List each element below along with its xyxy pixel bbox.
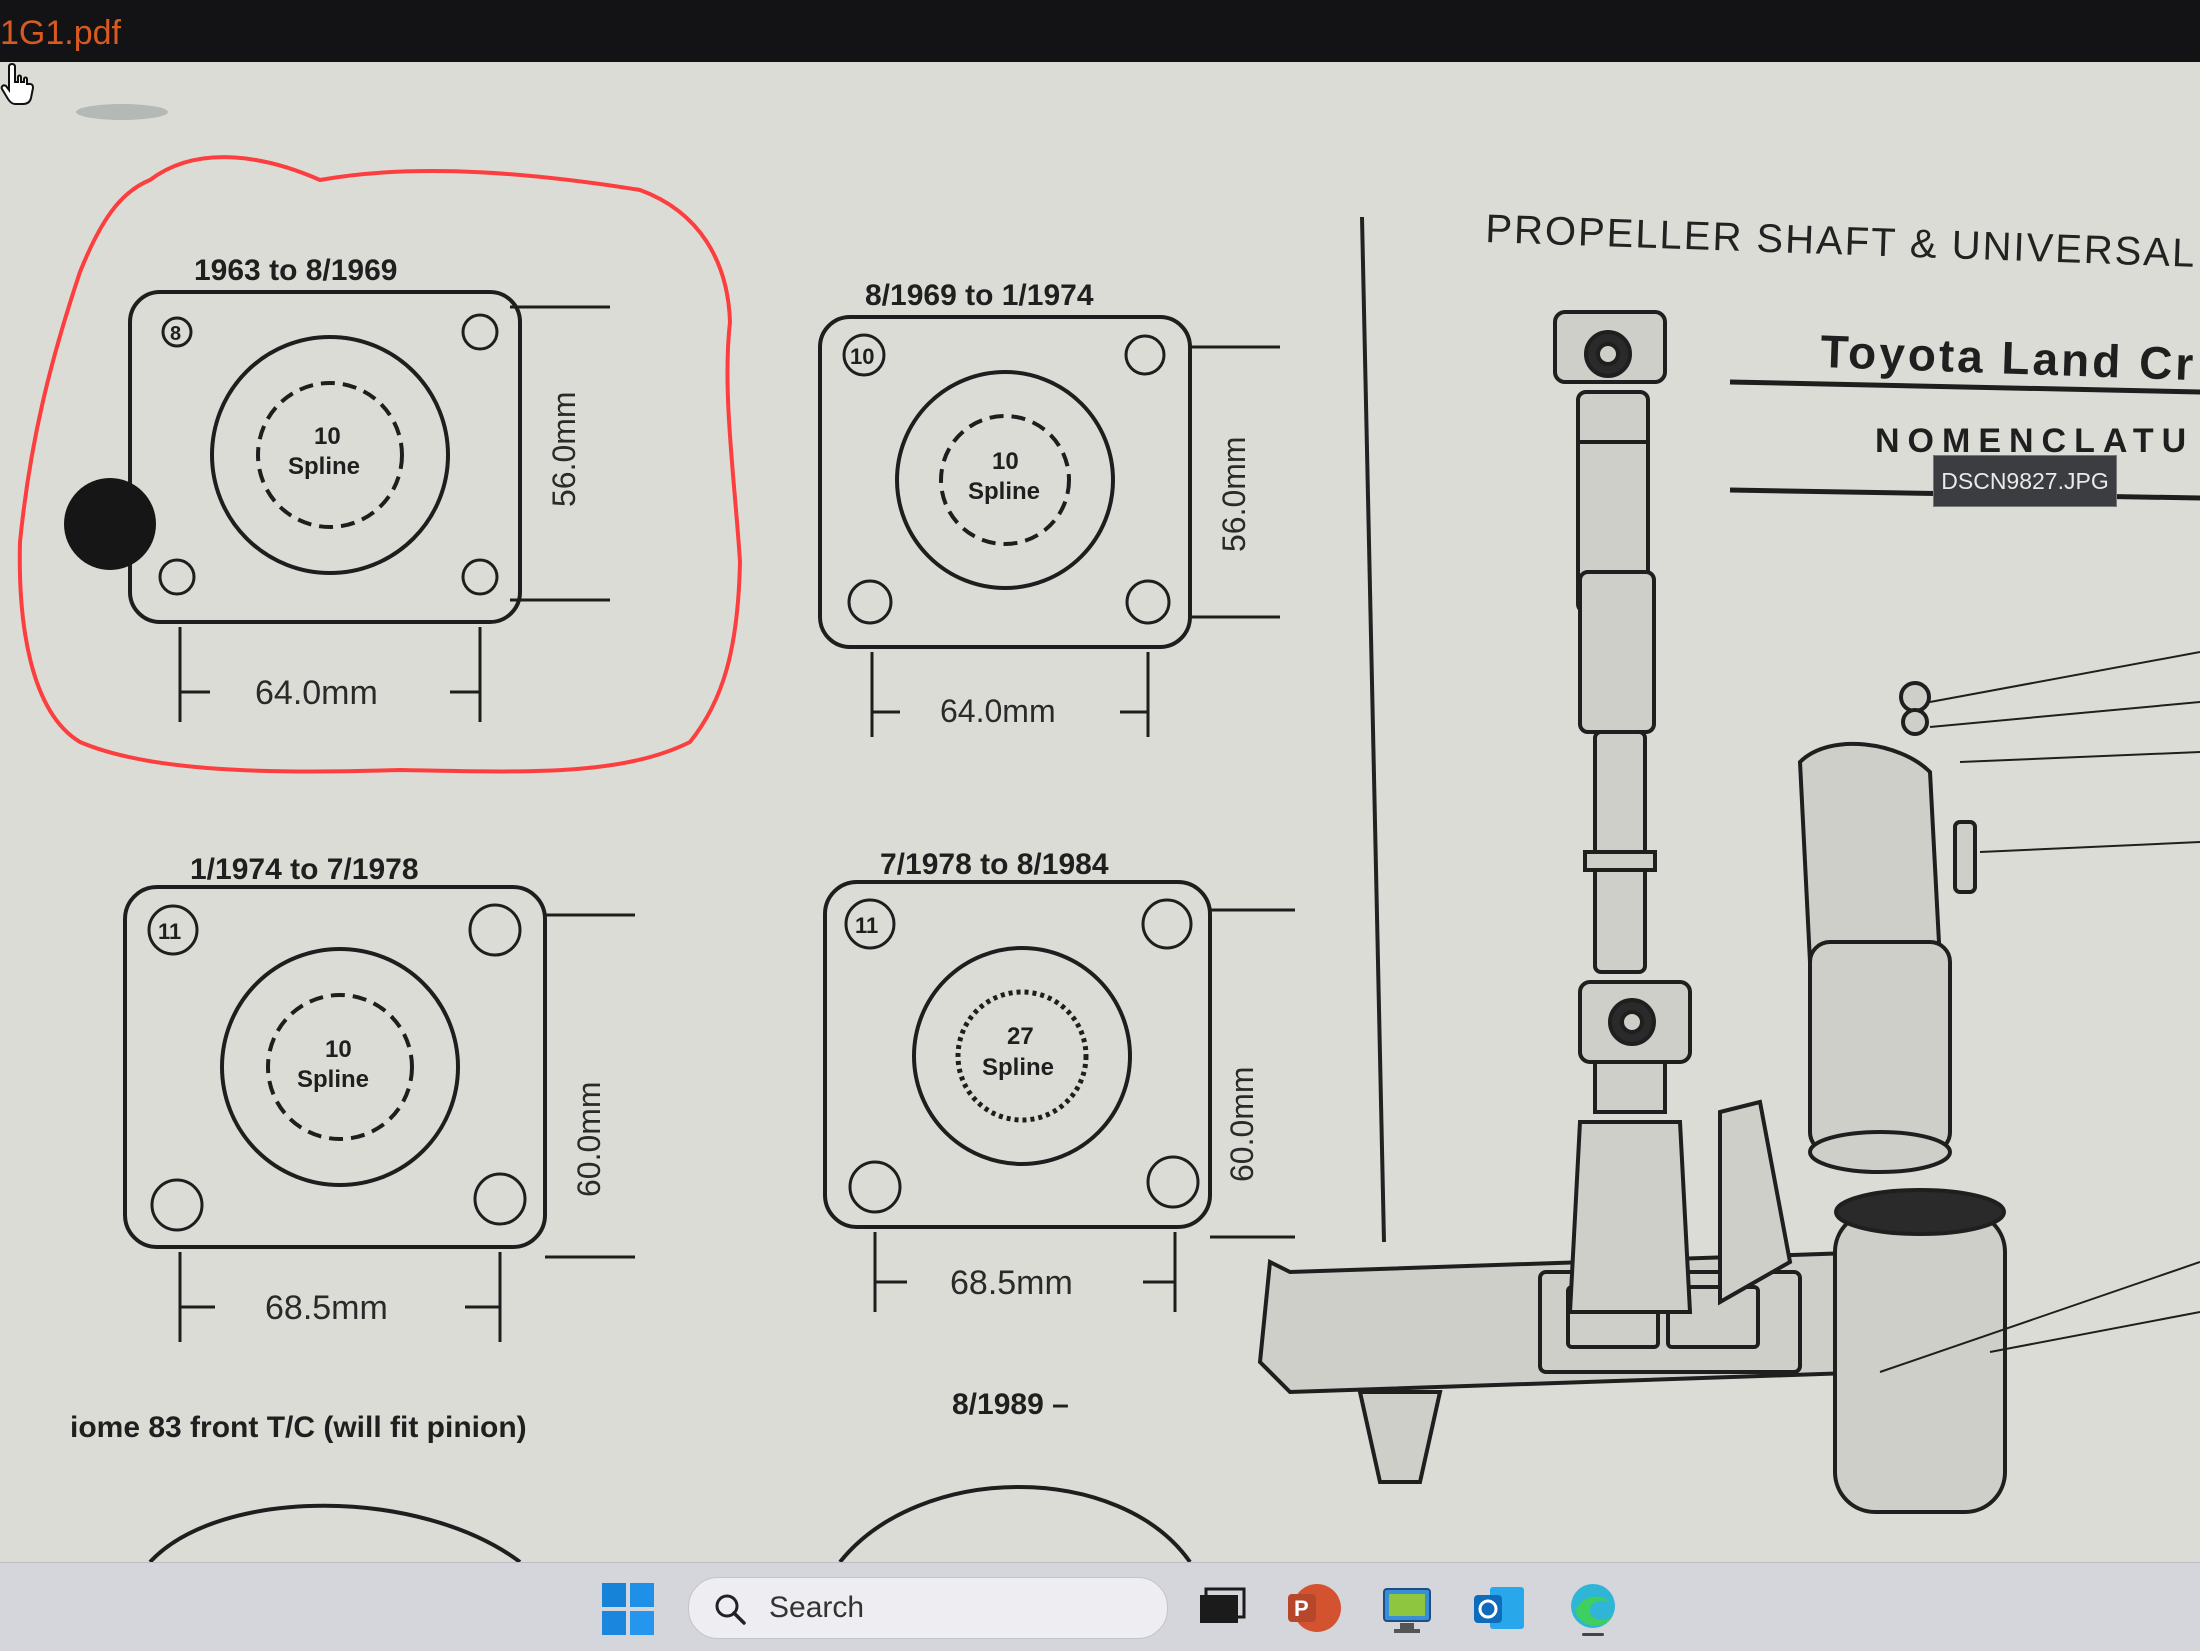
height-dimension: 56.0mm — [1216, 436, 1252, 552]
start-icon[interactable] — [600, 1581, 656, 1637]
date-range-label: 7/1978 to 8/1984 — [880, 848, 1109, 881]
edge-icon[interactable] — [1562, 1577, 1624, 1639]
catalog-subheader: Toyota Land Cr — [1820, 325, 2198, 390]
spline-count: 27 — [1007, 1023, 1034, 1050]
height-dimension: 60.0mm — [571, 1081, 607, 1197]
bottom-left-label: iome 83 front T/C (will fit pinion) — [70, 1411, 527, 1444]
width-dimension: 68.5mm — [265, 1289, 388, 1327]
red-highlight-circle — [17, 155, 743, 774]
height-dimension: 60.0mm — [1224, 1066, 1260, 1182]
flange-diagram-1: 1963 to 8/1969 8 10 Spline 56.0mm 64.0mm — [128, 254, 610, 722]
spline-count: 10 — [314, 423, 341, 450]
flange-diagram-4: 7/1978 to 8/1984 11 27 Spline 60.0mm 68.… — [823, 848, 1295, 1312]
spline-count: 10 — [325, 1036, 352, 1063]
width-dimension: 64.0mm — [940, 693, 1056, 729]
partial-flange-arc — [148, 1503, 522, 1562]
flange-diagram-3: 1/1974 to 7/1978 11 10 Spline 60.0mm 68.… — [123, 853, 635, 1342]
pdf-document-view[interactable]: 1963 to 8/1969 8 10 Spline 56.0mm 64.0mm… — [0, 62, 2200, 1562]
partial-flange-arc — [838, 1485, 1192, 1562]
flange-diagram-2: 8/1969 to 1/1974 10 10 Spline 56.0mm 64.… — [818, 279, 1280, 737]
svg-text:P: P — [1294, 1596, 1309, 1621]
search-placeholder: Search — [769, 1591, 865, 1624]
spline-word: Spline — [288, 453, 360, 480]
pdf-page: 1963 to 8/1969 8 10 Spline 56.0mm 64.0mm… — [17, 104, 2200, 1562]
spline-word: Spline — [968, 478, 1040, 505]
spline-count: 10 — [992, 448, 1019, 475]
propeller-shaft-illustration — [1257, 310, 2200, 1514]
bottom-right-label: 8/1989 – — [952, 1388, 1069, 1421]
nomenclature-label: NOMENCLATU — [1875, 422, 2194, 460]
width-dimension: 64.0mm — [255, 674, 378, 712]
spline-word: Spline — [982, 1054, 1054, 1081]
taskbar: Search P — [0, 1562, 2200, 1651]
bolt-size-label: 10 — [850, 344, 874, 369]
search-icon — [715, 1594, 746, 1625]
bolt-size-label: 8 — [170, 323, 181, 345]
spline-word: Spline — [297, 1066, 369, 1093]
taskbar-search-box[interactable]: Search — [688, 1577, 1168, 1639]
page-divider — [1360, 216, 1386, 1243]
task-view-icon[interactable] — [1190, 1577, 1252, 1639]
window-title: 1G1.pdf — [0, 14, 121, 52]
bolt-size-label: 11 — [855, 913, 878, 938]
remote-desktop-icon[interactable] — [1376, 1577, 1438, 1639]
height-dimension: 56.0mm — [546, 391, 582, 507]
date-range-label: 8/1969 to 1/1974 — [865, 279, 1094, 312]
window-title-bar: 1G1.pdf — [0, 0, 2200, 62]
bolt-size-label: 11 — [158, 919, 181, 944]
hand-cursor-icon — [0, 62, 35, 105]
camera-dot — [64, 478, 156, 570]
width-dimension: 68.5mm — [950, 1264, 1073, 1302]
outlook-icon[interactable] — [1468, 1577, 1530, 1639]
date-range-label: 1/1974 to 7/1978 — [190, 853, 419, 886]
date-range-label: 1963 to 8/1969 — [194, 254, 397, 287]
file-tooltip: DSCN9827.JPG — [1933, 455, 2117, 507]
catalog-header: PROPELLER SHAFT & UNIVERSAL — [1485, 207, 2197, 276]
smudge — [76, 104, 168, 120]
powerpoint-icon[interactable]: P — [1282, 1577, 1344, 1639]
